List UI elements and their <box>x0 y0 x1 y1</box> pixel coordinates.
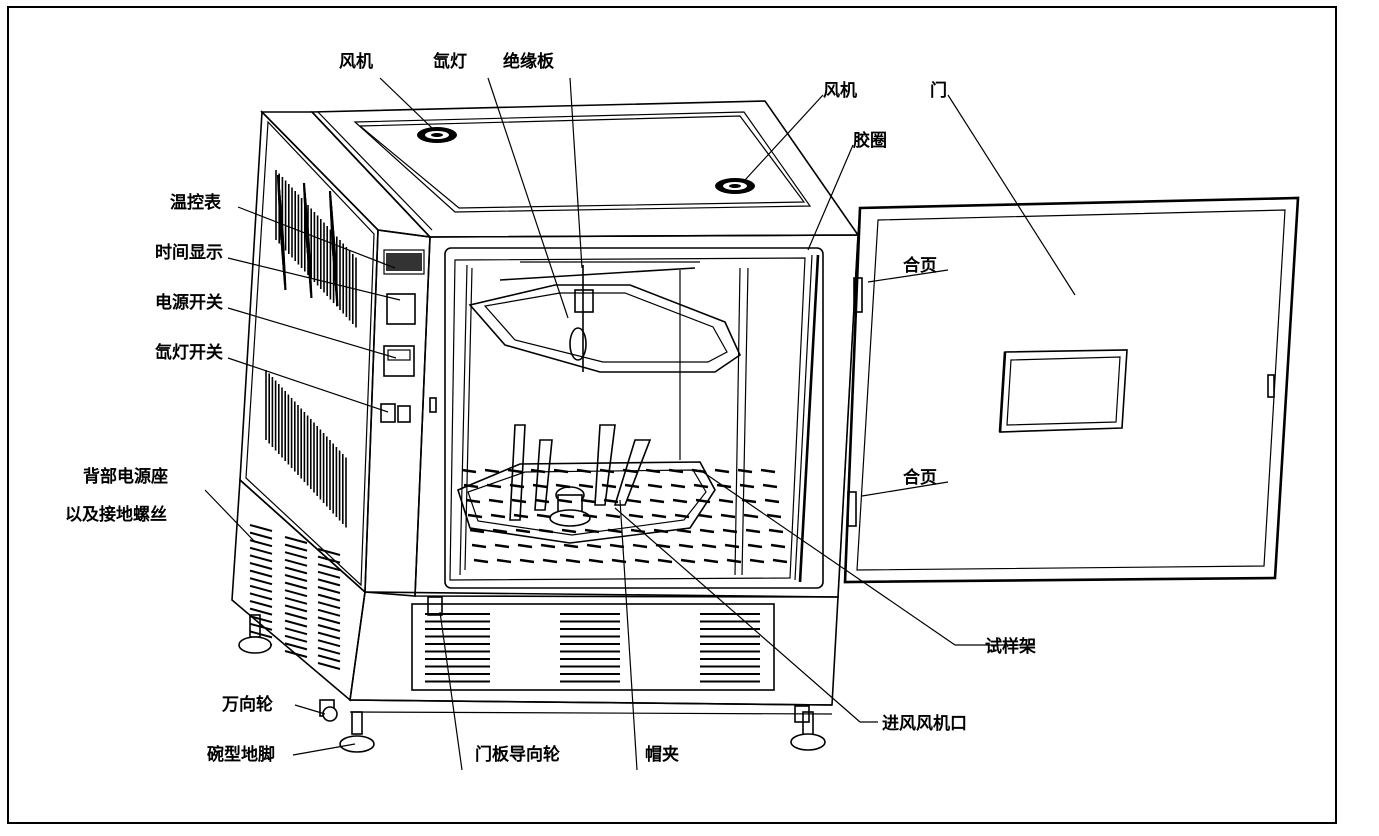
label-time-display: 时间显示 <box>155 242 223 263</box>
chamber-interior <box>449 257 806 581</box>
label-fan-top-right: 风机 <box>823 80 857 101</box>
label-gasket: 胶圈 <box>853 130 887 151</box>
fan-top-right <box>715 178 755 194</box>
feet <box>238 596 826 753</box>
label-sample-rack: 试样架 <box>985 636 1036 657</box>
label-caster: 万向轮 <box>221 694 273 715</box>
label-temp-controller: 温控表 <box>170 192 222 213</box>
side-louvres-upper <box>275 170 357 328</box>
cabinet-base <box>231 478 839 715</box>
fan-top-left <box>417 127 457 143</box>
label-hinge-upper: 合页 <box>903 255 937 276</box>
label-door-guide: 门板导向轮 <box>475 744 560 765</box>
lower-rack <box>457 424 716 544</box>
callout-labels: 风机 氙灯 绝缘板 风机 门 胶圈 温控表 时间显示 电源开关 氙灯开关 合页 … <box>65 51 1036 765</box>
side-louvres-lower <box>265 370 347 528</box>
cabinet-left-side <box>239 110 433 594</box>
label-power-switch: 电源开关 <box>155 292 223 313</box>
base-vents <box>249 524 760 683</box>
control-panel <box>364 229 437 597</box>
label-lamp-switch: 氙灯开关 <box>155 342 223 363</box>
label-foot: 碗型地脚 <box>207 744 275 765</box>
label-hinge-lower: 合页 <box>903 467 937 488</box>
label-rear-socket-1: 背部电源座 <box>83 466 168 487</box>
floor-grate <box>461 468 788 564</box>
label-cap-clamp: 帽夹 <box>645 744 679 765</box>
upper-rack <box>468 261 742 373</box>
diagram-frame <box>7 6 1337 824</box>
label-xenon-lamp: 氙灯 <box>433 51 467 72</box>
label-intake-fan: 进风风机口 <box>882 713 967 734</box>
label-fan-top-left: 风机 <box>339 51 373 72</box>
label-door: 门 <box>930 80 947 101</box>
label-insulation: 绝缘板 <box>503 51 555 72</box>
door <box>837 196 1300 598</box>
label-rear-socket-2: 以及接地螺丝 <box>65 504 167 525</box>
leader-lines <box>204 77 1076 771</box>
cabinet-top <box>310 100 860 238</box>
